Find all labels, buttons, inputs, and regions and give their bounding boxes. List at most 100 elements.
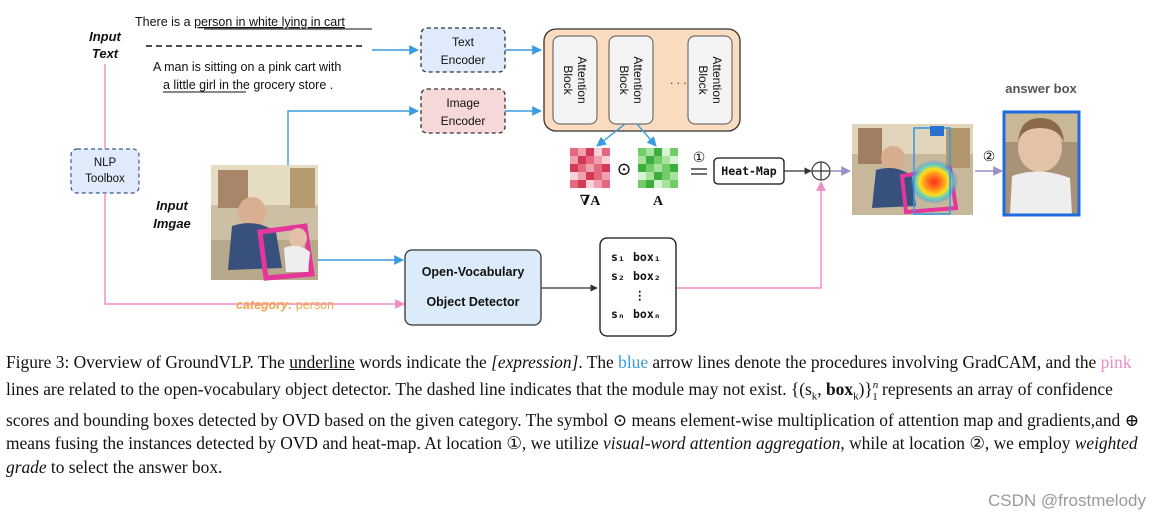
attention-map-cell [662,172,670,180]
attention-map-cell [638,172,646,180]
gradient-map-cell [594,148,602,156]
gradient-map-cell [594,156,602,164]
attention-map-cell [670,148,678,156]
output-box: box₁ [633,250,661,264]
svg-text:There is a person in white lyi: There is a person in white lying in cart [135,15,345,29]
attention-map-cell [638,148,646,156]
svg-text:A man is sitting on a pink car: A man is sitting on a pink cart with [153,60,341,74]
output-score: s₂ [611,269,625,283]
svg-text:a little girl in the grocery s: a little girl in the grocery store . [163,78,333,92]
gradient-map-cell [578,148,586,156]
watermark: CSDN @frostmelody [987,491,1146,510]
gradient-map-cell [570,172,578,180]
svg-text:AttentionBlock: AttentionBlock [617,56,645,103]
answer-box-image [1002,110,1081,217]
arrow-block-to-grad [596,123,626,147]
attention-map-cell [662,156,670,164]
attention-map-cell [638,156,646,164]
gradient-map-cell [570,156,578,164]
grad-label: ∇A [580,194,602,209]
answer-box-label: answer box [1005,81,1077,96]
attention-map-cell [646,172,654,180]
gradient-map-cell [602,148,610,156]
gradient-map-cell [570,148,578,156]
category-label: category: person [236,298,334,312]
arrow-image-to-image-encoder [287,106,419,165]
gradient-map-cell [602,172,610,180]
pink-line-outputs-to-fuse [676,181,826,289]
arrow-block-to-attn [636,123,657,147]
gradient-map-cell [586,180,594,188]
fused-result-image [852,124,973,215]
gradient-map-cell [602,164,610,172]
attention-map-cell [662,180,670,188]
attention-map [638,148,678,188]
attention-map-cell [654,156,662,164]
gradient-map-cell [578,156,586,164]
svg-text:Heat-Map: Heat-Map [721,164,776,178]
gradient-map-cell [594,172,602,180]
text-sample-1: There is a person in white lying in cart [135,15,372,30]
figure-caption: Figure 3: Overview of GroundVLP. The und… [6,352,1140,477]
svg-text:AttentionBlock: AttentionBlock [696,56,724,103]
gradient-map-cell [602,156,610,164]
output-score: ⋮ [634,288,646,302]
output-score: sₙ [611,307,625,321]
attn-label: A [653,194,664,209]
gradient-map-cell [570,164,578,172]
attention-map-cell [662,164,670,172]
output-box: box₂ [633,269,661,283]
attention-map-cell [654,148,662,156]
attention-map-cell [670,172,678,180]
odot-symbol: ⊙ [616,159,631,179]
gradient-map-cell [586,164,594,172]
attention-block-1: AttentionBlock [552,35,598,125]
gradient-map-cell [578,164,586,172]
attention-map-cell [646,164,654,172]
attention-block-3: AttentionBlock [687,35,733,125]
attention-map-cell [646,156,654,164]
attention-map-cell [646,180,654,188]
gradient-map-cell [570,180,578,188]
location-2-marker: ② [983,150,996,165]
attention-map-cell [654,164,662,172]
gradient-map-cell [578,180,586,188]
output-box: boxₙ [633,307,661,321]
gradient-map-cell [586,148,594,156]
pink-line-nlp-to-ovd [104,193,405,309]
text-sample-2: A man is sitting on a pink cart with a l… [153,60,341,93]
gradient-map-cell [602,180,610,188]
gradient-map-cell [578,172,586,180]
attention-map-cell [638,180,646,188]
heatmap-box: Heat-Map [713,157,785,185]
attention-block-2: AttentionBlock [608,35,654,125]
attention-map-cell [638,164,646,172]
attention-map-cell [654,180,662,188]
gradient-map-cell [586,172,594,180]
gradient-map-cell [594,164,602,172]
attention-map-cell [670,164,678,172]
attention-map-cell [646,148,654,156]
gradient-map-cell [594,180,602,188]
attention-map-cell [670,180,678,188]
attention-map-cell [662,148,670,156]
output-score: s₁ [611,250,625,264]
gradient-map-cell [586,156,594,164]
attention-map-cell [670,156,678,164]
fuse-oplus [811,161,831,181]
attention-map-cell [654,172,662,180]
location-1-marker: ① [693,151,706,166]
gradient-map [570,148,610,188]
